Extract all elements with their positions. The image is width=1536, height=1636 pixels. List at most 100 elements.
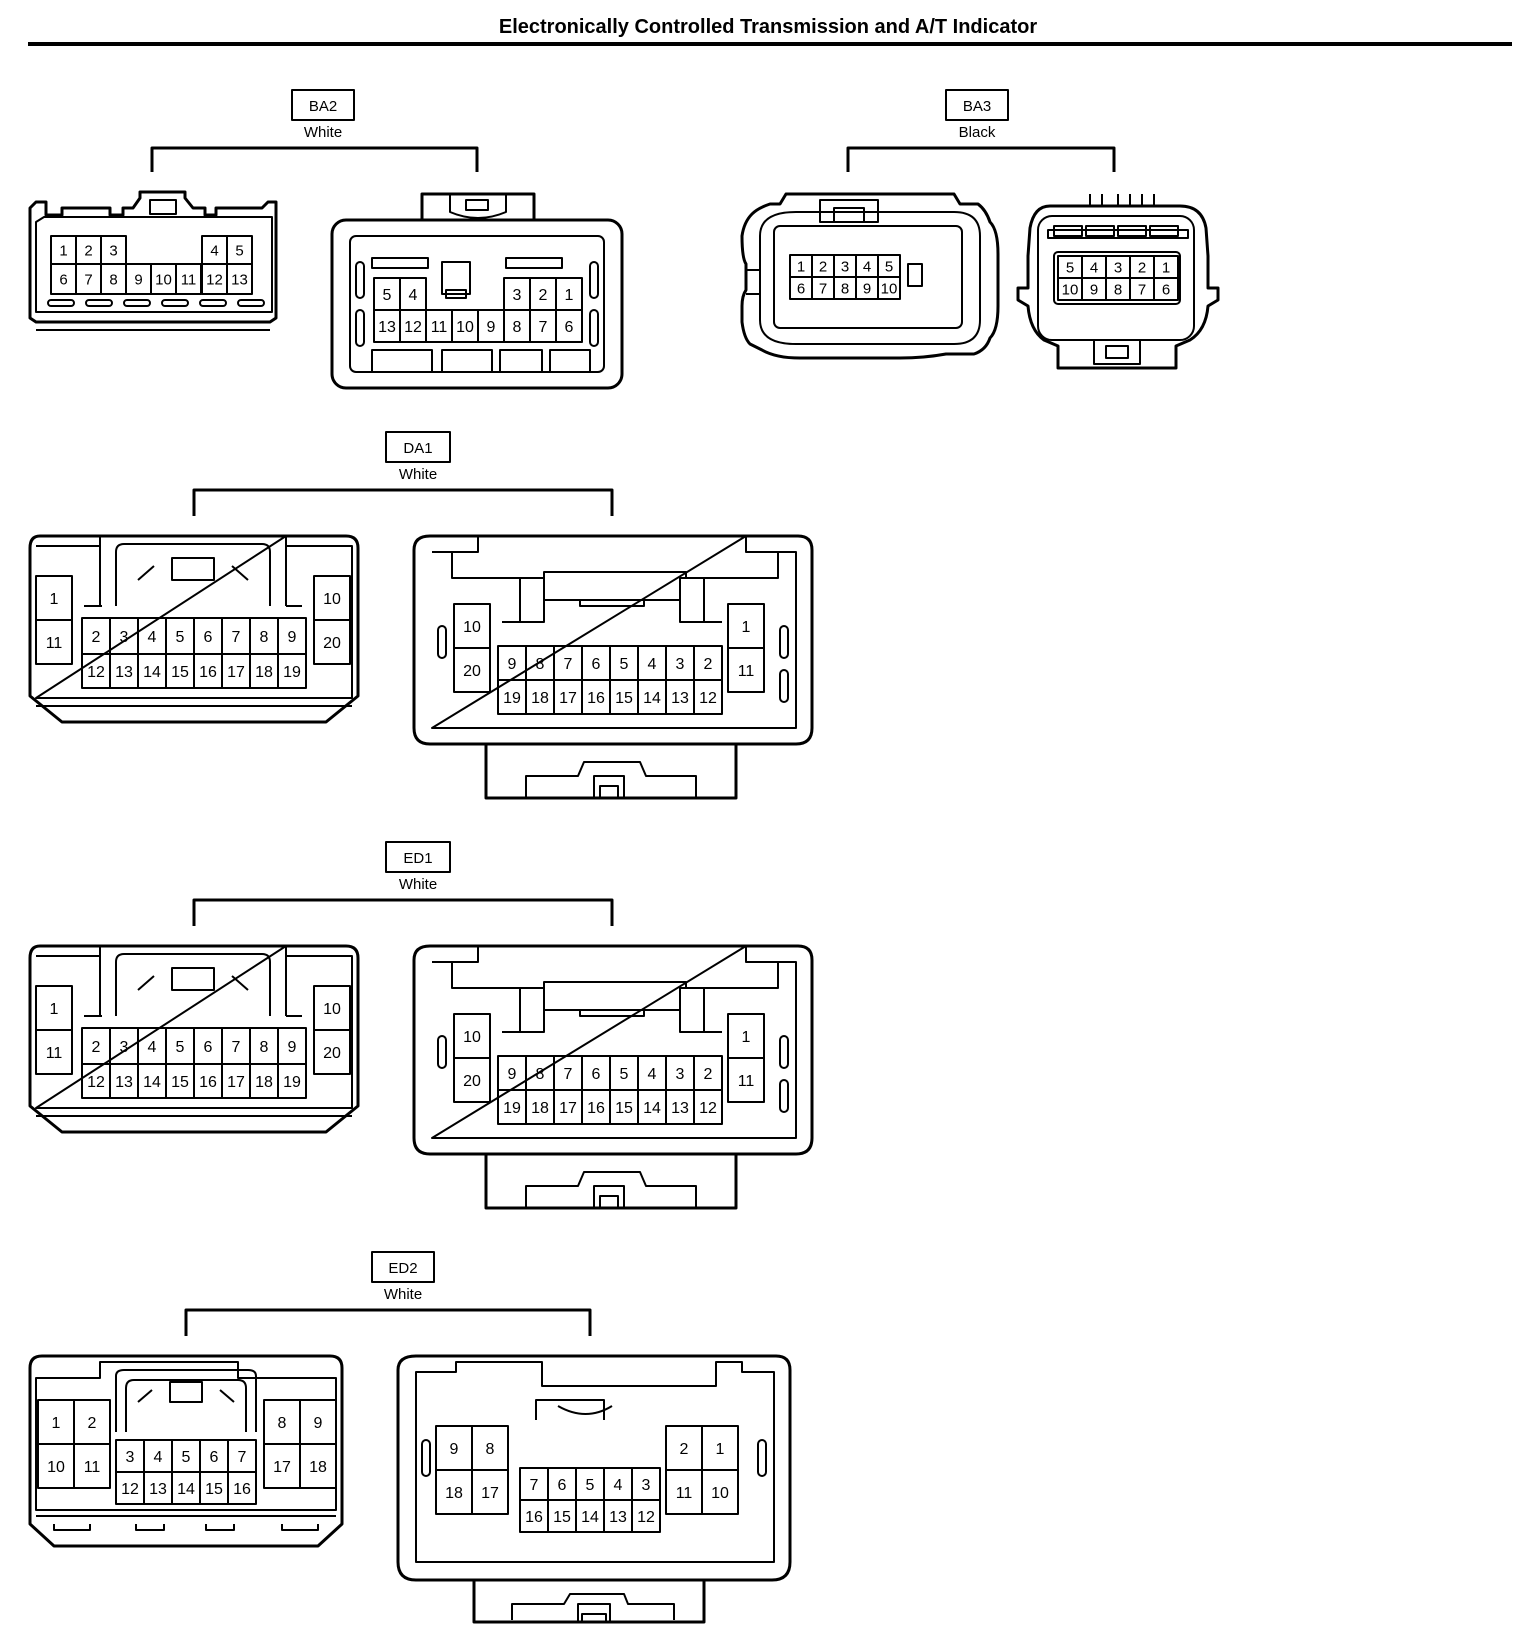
pin-number: 4	[1090, 259, 1098, 276]
pin-cell	[701, 1469, 739, 1515]
page-title: Electronically Controlled Transmission a…	[498, 16, 1038, 38]
pin-number: 13	[149, 1481, 167, 1498]
pin-number: 12	[637, 1509, 655, 1526]
pin-number: 13	[671, 1100, 689, 1117]
pin-number: 6	[210, 1449, 219, 1466]
pin-number: 2	[704, 1066, 713, 1083]
pin-number: 2	[680, 1441, 689, 1458]
pin-cell	[1153, 277, 1179, 301]
pin-number: 5	[383, 287, 392, 304]
pin-number: 19	[503, 1100, 521, 1117]
pin-number: 6	[592, 1066, 601, 1083]
pin-number: 6	[204, 1039, 213, 1056]
pin-number: 15	[171, 1074, 189, 1091]
pin-number: 14	[177, 1481, 195, 1498]
connector-color-label: White	[399, 466, 437, 483]
pin-number: 6	[565, 319, 574, 336]
pin-number: 14	[143, 1074, 161, 1091]
pin-number: 5	[620, 656, 629, 673]
pin-number: 20	[463, 1073, 481, 1090]
pin-number: 7	[1138, 281, 1146, 298]
pin-number: 12	[87, 664, 105, 681]
pin-number: 12	[699, 1100, 717, 1117]
pin-number: 3	[676, 656, 685, 673]
lock-tab	[484, 744, 738, 800]
housing-inner-wall	[431, 535, 797, 729]
pin-number: 4	[148, 1039, 157, 1056]
pin-number: 3	[841, 258, 849, 275]
pin-number: 16	[587, 690, 605, 707]
pin-number: 5	[176, 1039, 185, 1056]
pin-number: 5	[586, 1477, 595, 1494]
pin-number: 2	[92, 629, 101, 646]
title-rule	[28, 42, 1512, 46]
pin-block: 111	[35, 985, 73, 1075]
pin-number: 9	[288, 1039, 297, 1056]
pin-number: 18	[255, 1074, 273, 1091]
pin-number: 9	[508, 656, 517, 673]
pin-number: 8	[536, 1066, 545, 1083]
view-bracket	[192, 898, 614, 926]
pin-cell	[313, 619, 351, 665]
pin-number: 6	[59, 271, 67, 288]
pin-number: 20	[323, 635, 341, 652]
pin-number: 15	[615, 1100, 633, 1117]
wire-view	[412, 534, 814, 800]
pin-number: 11	[46, 1045, 63, 1062]
housing-inner-wall	[759, 211, 981, 345]
pin-number: 13	[378, 319, 396, 336]
pin-number: 7	[232, 629, 241, 646]
connector-id-label: ED2	[388, 1260, 417, 1277]
connector-housing	[28, 190, 278, 324]
pin-number: 7	[564, 1066, 573, 1083]
pin-number: 18	[531, 1100, 549, 1117]
pin-cell	[299, 1443, 337, 1489]
pin-number: 8	[536, 656, 545, 673]
pin-number: 5	[235, 242, 243, 259]
pin-number: 18	[445, 1485, 463, 1502]
connector-housing	[1016, 204, 1220, 370]
pin-number: 15	[553, 1509, 571, 1526]
pin-number: 3	[109, 242, 117, 259]
pin-number: 15	[205, 1481, 223, 1498]
pin-number: 2	[1138, 259, 1146, 276]
pin-number: 11	[46, 635, 63, 652]
pin-number: 18	[531, 690, 549, 707]
pin-number: 1	[50, 1001, 59, 1018]
connector-color-label: White	[399, 876, 437, 893]
pin-number: 11	[676, 1485, 693, 1502]
pin-number: 1	[565, 287, 574, 304]
pin-number: 14	[643, 1100, 661, 1117]
pin-number: 10	[881, 280, 898, 297]
pin-number: 12	[404, 319, 422, 336]
connector-id-label: BA2	[309, 98, 337, 115]
terminal-view	[28, 534, 360, 724]
pin-number: 11	[431, 319, 448, 336]
pin-number: 8	[260, 629, 269, 646]
pin-number: 19	[283, 1074, 301, 1091]
pin-number: 8	[109, 271, 117, 288]
pin-number: 9	[1090, 281, 1098, 298]
pin-cell	[693, 1089, 723, 1125]
pin-number: 9	[487, 319, 496, 336]
pin-number: 8	[260, 1039, 269, 1056]
pin-number: 20	[463, 663, 481, 680]
pin-number: 1	[50, 591, 59, 608]
pin-number: 8	[278, 1415, 287, 1432]
pin-number: 13	[115, 664, 133, 681]
connector-housing	[28, 534, 360, 724]
connector-color-label: White	[384, 1286, 422, 1303]
pin-block: 111	[727, 1013, 765, 1103]
